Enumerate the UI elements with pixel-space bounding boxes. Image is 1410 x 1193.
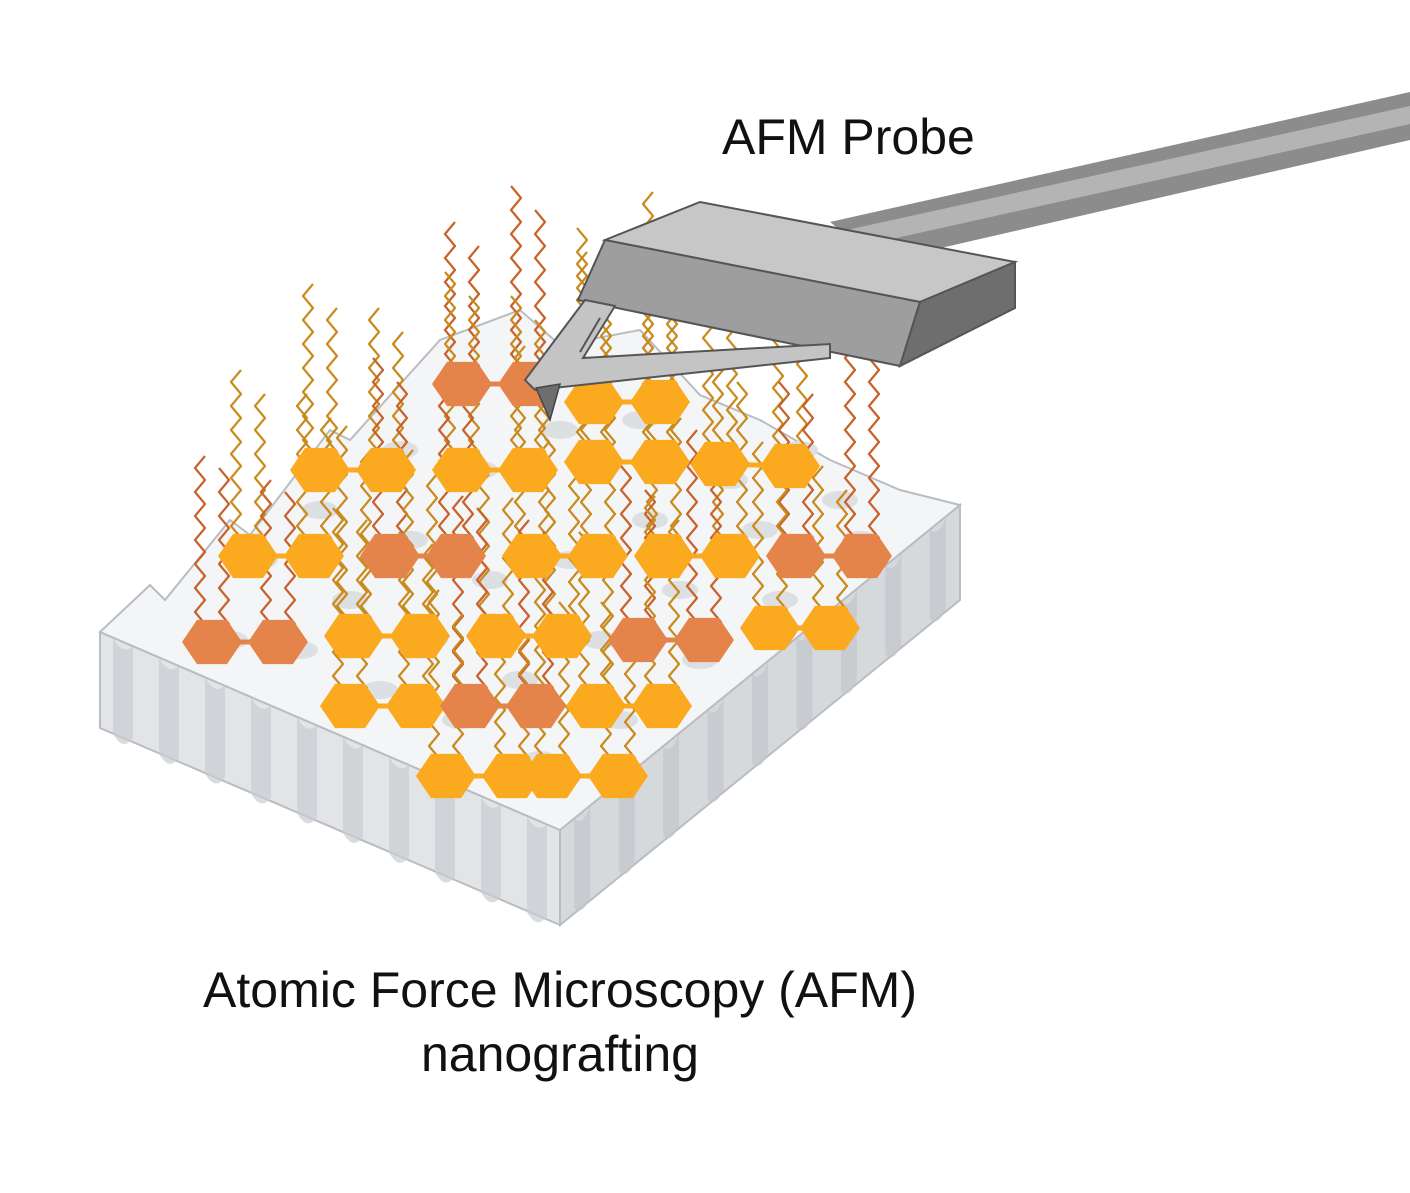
grafted-molecule [674,617,734,663]
molecular-chain [811,465,825,623]
surface-molecule [482,753,542,799]
substrate-groove [297,717,317,824]
probe-tip [534,383,562,423]
grafted-molecule [182,619,242,665]
molecular-chain [533,209,547,379]
molecular-chain [355,519,369,701]
molecular-chain [331,507,345,701]
probe-chip-side [898,260,1016,368]
substrate-groove [205,677,225,784]
grafted-molecule [248,619,308,665]
grafted-molecule [440,683,500,729]
grafted-molecule [506,683,566,729]
grafted-molecule [608,617,668,663]
substrate-groove [113,637,133,745]
molecular-chain [475,507,489,701]
substrate-groove [343,736,363,844]
caption-line-2: nanografting [420,1026,699,1082]
afm-probe [523,92,1410,423]
surface-molecule [564,379,624,425]
substrate-pore [542,421,578,439]
surface-molecule [800,605,860,651]
surface-molecule [466,613,526,659]
molecular-chain [843,345,857,551]
substrate-groove [159,657,179,764]
molecular-chain [725,313,739,459]
substrate-groove [929,517,946,622]
substrate-groove [752,661,768,766]
molecular-chain [193,455,207,637]
surface-molecule [630,379,690,425]
substrate-groove [389,756,409,863]
grafted-molecule [766,533,826,579]
substrate-groove [574,805,591,911]
surface-molecule [700,533,760,579]
surface-molecule [284,533,344,579]
molecular-chain [867,357,881,551]
molecular-chain [477,473,491,631]
surface-molecule [760,443,820,489]
molecular-chain [643,495,657,701]
molecular-chain [751,441,765,623]
molecular-chain [467,245,481,379]
substrate-groove [527,816,547,923]
grafted-molecule [426,533,486,579]
surface-molecule [502,533,562,579]
surface-molecule [498,447,558,493]
surface-molecule [588,753,648,799]
surface-molecule [568,533,628,579]
molecular-chain [443,221,457,379]
surface-molecule [386,683,446,729]
molecular-chain [685,429,699,635]
substrate-groove [796,625,813,730]
substrate-pore [302,501,338,519]
surface-molecule [630,439,690,485]
molecular-chain [253,393,267,551]
substrate-groove [435,776,455,883]
surface-molecule [356,447,416,493]
surface-molecule [522,753,582,799]
substrate-groove [481,796,501,903]
molecular-chain [451,495,465,701]
surface-molecule [432,447,492,493]
surface-molecule [532,613,592,659]
substrate-pore [662,581,698,599]
surface-molecule [566,683,626,729]
surface-molecule [320,683,380,729]
surface-molecules [182,361,892,799]
surface-molecule [290,447,350,493]
surface-molecule [218,533,278,579]
probe-cantilever [523,298,831,392]
molecular-chain [619,465,633,635]
molecular-chain [301,283,315,465]
molecular-chain [391,331,405,465]
surface-molecule [634,533,694,579]
substrate-groove [885,553,902,658]
molecular-chain [533,577,547,771]
figure-caption: Atomic Force Microscopy (AFM) nanografti… [0,958,1120,1086]
grafted-molecule [360,533,420,579]
surface-molecule [416,753,476,799]
substrate-groove [663,733,680,839]
probe-label: AFM Probe [722,109,975,165]
surface-molecule [564,439,624,485]
grafted-molecule [832,533,892,579]
molecular-chain [367,307,381,465]
surface-molecule [324,613,384,659]
probe-arm-highlight [838,106,1410,246]
substrate-groove [251,697,271,804]
surface-molecule [740,605,800,651]
substrate-pore [742,521,778,539]
surface-molecule [632,683,692,729]
surface-molecule [390,613,450,659]
molecular-chain [283,491,297,637]
molecular-chain [229,369,243,551]
substrate-groove [707,697,724,803]
grafted-molecule [432,361,492,407]
surface-molecule [690,441,750,487]
caption-line-1: Atomic Force Microscopy (AFM) [203,962,917,1018]
molecular-chain [509,185,523,379]
